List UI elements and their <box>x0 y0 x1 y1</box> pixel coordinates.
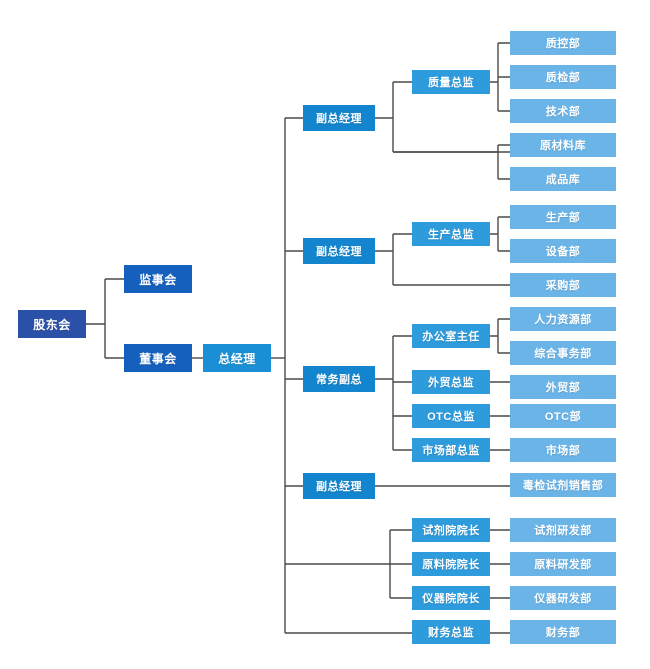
org-node-tech_dept[interactable]: 技术部 <box>510 99 616 123</box>
org-node-qi_dept[interactable]: 质检部 <box>510 65 616 89</box>
connector-shareholders-to-supervisors-and-board <box>86 278 124 359</box>
org-node-instr_rd[interactable]: 仪器研发部 <box>510 586 616 610</box>
org-node-gm[interactable]: 总经理 <box>203 344 271 372</box>
org-node-vp1[interactable]: 副总经理 <box>303 105 375 131</box>
org-node-material_dean[interactable]: 原料院院长 <box>412 552 490 576</box>
org-node-admin_dept[interactable]: 综合事务部 <box>510 341 616 365</box>
org-node-raw_wh[interactable]: 原材料库 <box>510 133 616 157</box>
connector-trunk-to-deans <box>285 530 391 598</box>
connector-deans-links <box>390 529 412 599</box>
org-node-vp2[interactable]: 副总经理 <box>303 238 375 264</box>
org-node-tox_sales[interactable]: 毒检试剂销售部 <box>510 473 616 497</box>
org-node-otc_dir[interactable]: OTC总监 <box>412 404 490 428</box>
org-node-vp3[interactable]: 副总经理 <box>303 473 375 499</box>
org-node-fin_dept[interactable]: 财务部 <box>510 620 616 644</box>
connector-evp-branch <box>375 335 412 451</box>
org-node-equip_dept[interactable]: 设备部 <box>510 239 616 263</box>
connector-vp1-branch <box>375 81 510 153</box>
org-node-trade_dept[interactable]: 外贸部 <box>510 375 616 399</box>
org-node-supervisors[interactable]: 监事会 <box>124 265 192 293</box>
org-node-shareholders[interactable]: 股东会 <box>18 310 86 338</box>
org-node-reagent_rd[interactable]: 试剂研发部 <box>510 518 616 542</box>
org-node-qc_dept[interactable]: 质控部 <box>510 31 616 55</box>
connector-prod-to-depts <box>490 216 510 252</box>
org-node-mkt_dir[interactable]: 市场部总监 <box>412 438 490 462</box>
org-node-instr_dean[interactable]: 仪器院院长 <box>412 586 490 610</box>
org-node-mkt_dept[interactable]: 市场部 <box>510 438 616 462</box>
org-node-qa_dir[interactable]: 质量总监 <box>412 70 490 94</box>
org-node-evp[interactable]: 常务副总 <box>303 366 375 392</box>
org-node-prod_dir[interactable]: 生产总监 <box>412 222 490 246</box>
org-node-reagent_dean[interactable]: 试剂院院长 <box>412 518 490 542</box>
org-node-material_rd[interactable]: 原料研发部 <box>510 552 616 576</box>
org-node-trade_dir[interactable]: 外贸总监 <box>412 370 490 394</box>
connector-qa-to-depts <box>490 42 510 112</box>
org-node-prod_dept[interactable]: 生产部 <box>510 205 616 229</box>
connector-vp2-branch <box>375 233 510 286</box>
org-node-fin_wh[interactable]: 成品库 <box>510 167 616 191</box>
org-node-fin_dir[interactable]: 财务总监 <box>412 620 490 644</box>
connector-office-to-depts <box>490 318 510 354</box>
org-node-office_dir[interactable]: 办公室主任 <box>412 324 490 348</box>
org-node-otc_dept[interactable]: OTC部 <box>510 404 616 428</box>
org-node-purch_dept[interactable]: 采购部 <box>510 273 616 297</box>
connector-warehouse-group <box>497 144 510 180</box>
org-node-hr_dept[interactable]: 人力资源部 <box>510 307 616 331</box>
org-node-board[interactable]: 董事会 <box>124 344 192 372</box>
